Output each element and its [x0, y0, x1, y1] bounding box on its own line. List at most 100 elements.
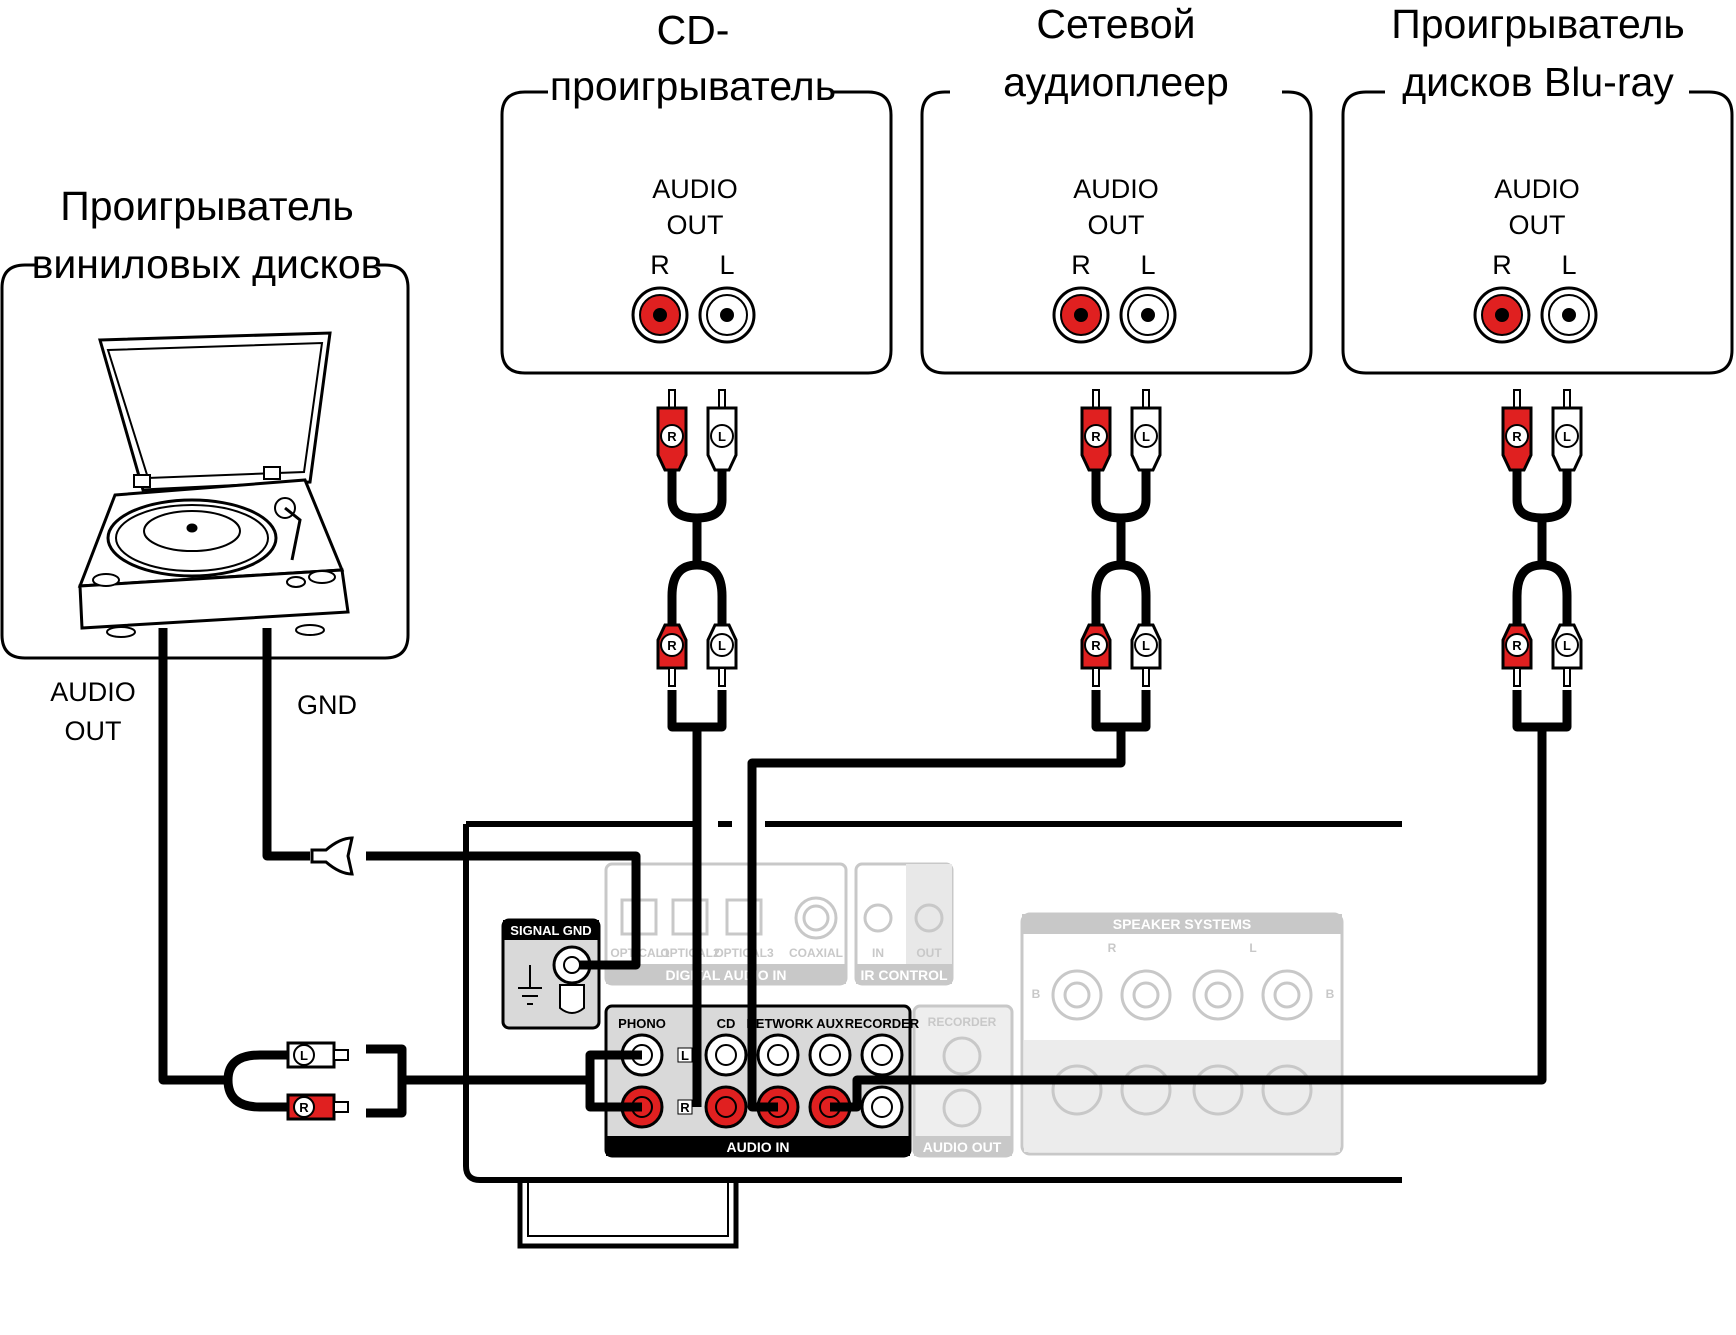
svg-text:L: L	[1249, 941, 1256, 955]
svg-text:RECORDER: RECORDER	[928, 1015, 997, 1029]
phono-plug-l: L	[286, 1041, 349, 1069]
amplifier-rear-panel	[463, 821, 1402, 1249]
svg-text:R: R	[1512, 638, 1522, 653]
network-jack-r	[1052, 286, 1110, 344]
gnd-wire-amp	[366, 851, 641, 970]
network-wire	[747, 727, 1126, 1112]
bluray-player-box	[1341, 90, 1734, 375]
svg-text:L: L	[1142, 638, 1150, 653]
svg-text:OUT: OUT	[667, 210, 724, 240]
svg-text:AUDIO OUT: AUDIO OUT	[923, 1139, 1002, 1155]
network-audio-out-label: AUDIO OUT R L	[1071, 174, 1159, 280]
bluray-wire	[830, 727, 1547, 1112]
phono-wire	[402, 1050, 642, 1112]
network-plug-l-upper: L	[1130, 389, 1162, 472]
svg-text:AUDIO IN: AUDIO IN	[727, 1139, 790, 1155]
cd-plug-l-lower: L	[706, 623, 738, 687]
audio-in-jacks	[620, 1033, 904, 1129]
svg-text:B: B	[1326, 987, 1335, 1001]
svg-text:L: L	[718, 429, 726, 444]
svg-text:OPTICAL3: OPTICAL3	[714, 946, 774, 960]
ir-control-block: IN OUT IR CONTROL	[854, 862, 954, 986]
svg-text:NETWORK: NETWORK	[746, 1016, 814, 1031]
svg-text:R: R	[1091, 429, 1101, 444]
network-title-2: аудиоплеер	[1003, 59, 1229, 105]
svg-text:OUT: OUT	[1088, 210, 1145, 240]
svg-text:R: R	[1108, 941, 1117, 955]
svg-text:OUT: OUT	[1509, 210, 1566, 240]
signal-gnd-terminal: SIGNAL GND	[501, 918, 601, 1030]
network-plug-l-lower: L	[1130, 623, 1162, 687]
svg-text:SPEAKER SYSTEMS: SPEAKER SYSTEMS	[1113, 916, 1251, 932]
svg-text:R: R	[1091, 638, 1101, 653]
gnd-wire	[262, 628, 310, 861]
svg-text:L: L	[300, 1048, 308, 1063]
bluray-title-1: Проигрыватель	[1391, 1, 1684, 47]
svg-text:AUDIO: AUDIO	[652, 174, 738, 204]
turntable-gnd-label: GND	[297, 690, 357, 720]
svg-text:CD: CD	[717, 1016, 736, 1031]
svg-text:L: L	[718, 638, 726, 653]
recorder-jack-r	[860, 1085, 904, 1129]
svg-text:OUT: OUT	[916, 946, 942, 960]
turntable-audio-wire	[158, 628, 228, 1085]
rca-plugs: R L R L R L R L R L R L	[656, 389, 1583, 687]
network-jack-l	[1119, 286, 1177, 344]
svg-text:OPTICAL2: OPTICAL2	[660, 946, 720, 960]
cd-rca-cable	[667, 470, 727, 732]
speaker-systems-block: SPEAKER SYSTEMS R L B B	[1020, 912, 1344, 1156]
cd-plug-l-upper: L	[706, 389, 738, 472]
turntable-audio-out-2: OUT	[65, 716, 122, 746]
turntable-box	[0, 263, 410, 660]
svg-text:DIGITAL AUDIO IN: DIGITAL AUDIO IN	[665, 967, 786, 983]
svg-text:IN: IN	[872, 946, 884, 960]
svg-text:R: R	[680, 1100, 690, 1115]
cd-plug-r-upper: R	[656, 389, 688, 472]
svg-text:R: R	[667, 638, 677, 653]
aux-jack-l	[808, 1033, 852, 1077]
svg-text:AUDIO: AUDIO	[1494, 174, 1580, 204]
cd-title-1: CD-	[657, 7, 730, 53]
svg-text:R: R	[299, 1100, 309, 1115]
network-plug-r-upper: R	[1080, 389, 1112, 472]
svg-text:L: L	[1563, 638, 1571, 653]
turntable-title-1: Проигрыватель	[60, 183, 353, 229]
svg-text:R: R	[1492, 250, 1512, 280]
phono-plug-r: R	[286, 1093, 349, 1121]
svg-text:B: B	[1032, 987, 1041, 1001]
cd-title-2: проигрыватель	[550, 63, 836, 109]
network-player-box	[920, 90, 1313, 375]
phono-rca-cable: L R	[223, 1041, 407, 1121]
network-title-1: Сетевой	[1036, 1, 1195, 47]
svg-text:IR CONTROL: IR CONTROL	[860, 967, 948, 983]
svg-text:L: L	[1142, 429, 1150, 444]
network-plug-r-lower: R	[1080, 623, 1112, 687]
svg-text:RECORDER: RECORDER	[845, 1016, 920, 1031]
bluray-title-2: дисков Blu-ray	[1402, 59, 1674, 105]
turntable-title-2: виниловых дисков	[32, 241, 383, 287]
bluray-jack-r	[1473, 286, 1531, 344]
bluray-audio-out-label: AUDIO OUT R L	[1492, 174, 1580, 280]
cd-audio-out-label: AUDIO OUT R L	[650, 174, 738, 280]
turntable-audio-out-1: AUDIO	[50, 677, 136, 707]
cd-jack-amp-r	[704, 1085, 748, 1129]
svg-text:AUDIO: AUDIO	[1073, 174, 1159, 204]
network-jack-amp-l	[756, 1033, 800, 1077]
gnd-spade-lug	[310, 836, 354, 876]
bluray-rca-cable	[1512, 470, 1572, 732]
recorder-jack-l	[860, 1033, 904, 1077]
bluray-plug-l-lower: L	[1551, 623, 1583, 687]
cd-jack-amp-l	[704, 1033, 748, 1077]
bluray-jack-l	[1540, 286, 1598, 344]
svg-text:R: R	[667, 429, 677, 444]
svg-text:L: L	[681, 1048, 689, 1063]
bluray-plug-l-upper: L	[1551, 389, 1583, 472]
svg-text:L: L	[1140, 250, 1155, 280]
svg-text:PHONO: PHONO	[618, 1016, 666, 1031]
svg-text:AUX: AUX	[816, 1016, 844, 1031]
cd-jack-r	[631, 286, 689, 344]
svg-text:R: R	[650, 250, 670, 280]
bluray-plug-r-lower: R	[1501, 623, 1533, 687]
digital-audio-in-block: OPTICAL1 OPTICAL2 OPTICAL3 COAXIAL DIGIT…	[604, 862, 848, 986]
